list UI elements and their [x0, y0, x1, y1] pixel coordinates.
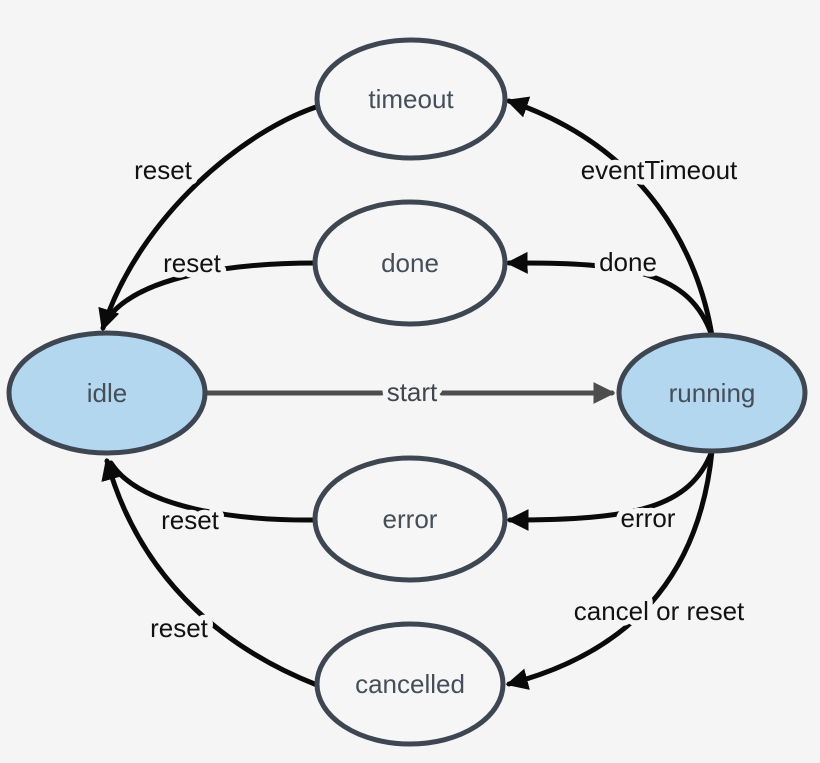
state-idle-shape	[6, 330, 208, 456]
state-running-shape	[616, 332, 808, 454]
state-timeout: timeout	[314, 37, 508, 161]
transition-running-done-path	[505, 251, 715, 339]
transition-running-timeout-label: eventTimeout	[581, 155, 738, 185]
transition-edges	[98, 96, 715, 690]
transition-timeout-idle-path	[98, 103, 322, 332]
transition-error-idle-label: reset	[161, 505, 220, 535]
state-idle: idle	[6, 330, 208, 456]
transition-running-cancelled-label: cancel or reset	[574, 596, 745, 626]
transition-running-error-path	[506, 448, 715, 531]
state-error-shape	[312, 455, 508, 583]
state-error-label: error	[383, 504, 438, 534]
transition-labels: eventTimeout reset done reset start erro…	[129, 150, 751, 649]
transition-error-idle-path	[108, 460, 321, 523]
transition-cancelled-idle-path	[101, 457, 320, 688]
state-nodes: timeout done idle running error cancelle…	[6, 37, 808, 747]
transition-running-cancelled-path	[505, 448, 715, 690]
state-done-label: done	[381, 248, 439, 278]
state-timeout-shape	[314, 37, 508, 161]
transition-idle-running-label: start	[387, 377, 438, 407]
transition-running-error-label: error	[621, 503, 676, 533]
state-timeout-label: timeout	[368, 84, 454, 114]
state-running: running	[616, 332, 808, 454]
state-done-shape	[312, 199, 508, 327]
state-running-label: running	[669, 378, 756, 408]
transition-running-done-label: done	[599, 247, 657, 277]
state-error: error	[312, 455, 508, 583]
transition-done-idle-path	[105, 260, 319, 321]
transition-timeout-idle-label: reset	[134, 155, 193, 185]
transition-done-idle-label: reset	[163, 248, 222, 278]
state-cancelled-shape	[314, 621, 506, 747]
transition-cancelled-idle-label: reset	[150, 613, 209, 643]
state-done: done	[312, 199, 508, 327]
state-cancelled: cancelled	[314, 621, 506, 747]
state-idle-label: idle	[87, 378, 127, 408]
state-cancelled-label: cancelled	[355, 669, 465, 699]
transition-running-timeout-path	[505, 96, 715, 339]
